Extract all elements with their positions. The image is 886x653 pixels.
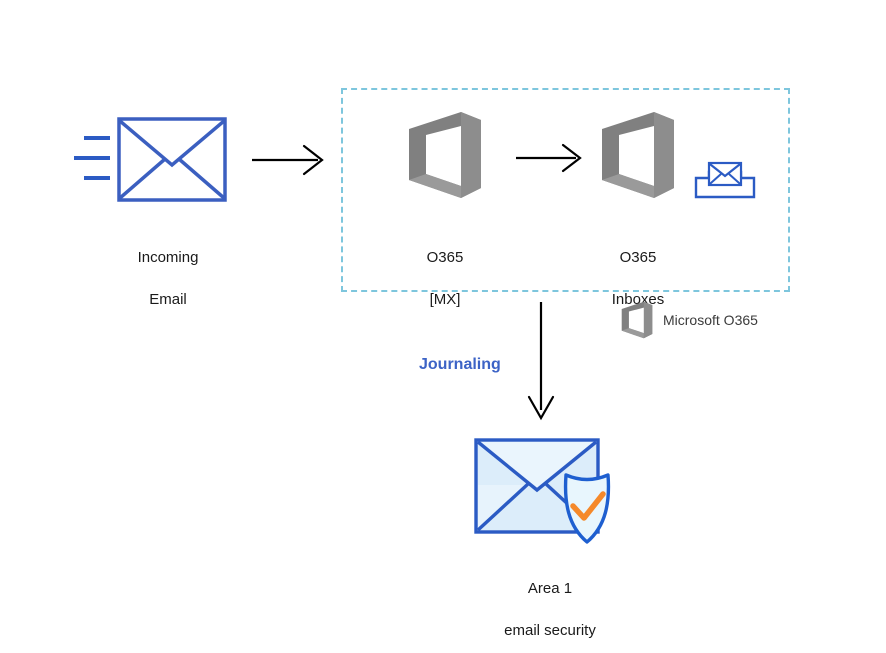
- incoming-email-label-line1: Incoming: [137, 249, 199, 266]
- envelope-glyph-icon: [117, 117, 227, 202]
- legend-microsoft-o365: Microsoft O365: [620, 300, 758, 340]
- office-365-logo-icon: [620, 300, 654, 340]
- area1-email-security-icon: [470, 432, 630, 550]
- area1-label-line2: email security: [504, 622, 596, 639]
- area1-label-line1: Area 1: [527, 580, 573, 597]
- o365-inboxes-label: O365 Inboxes: [578, 226, 698, 310]
- incoming-email-icon: [72, 113, 232, 211]
- o365-inboxes-label-line2: Inboxes: [611, 291, 665, 308]
- area1-email-security-label: Area 1 email security: [470, 557, 630, 641]
- inbox-tray-envelope-icon: [693, 160, 757, 202]
- arrow-incoming-to-mx-icon: [252, 142, 330, 178]
- incoming-email-label-line2: Email: [149, 291, 187, 308]
- incoming-email-label: Incoming Email: [88, 226, 248, 310]
- motion-lines-icon: [74, 136, 110, 180]
- arrow-mx-to-inboxes-icon: [516, 140, 588, 176]
- microsoft-o365-zone-box: [341, 88, 790, 292]
- o365-mx-logo-icon: [405, 109, 485, 201]
- o365-mx-label: O365 [MX]: [385, 226, 505, 310]
- o365-mx-label-line2: [MX]: [429, 291, 461, 308]
- o365-inboxes-label-line1: O365: [619, 249, 657, 266]
- arrow-inboxes-to-area1-icon: [522, 302, 560, 422]
- o365-mx-label-line1: O365: [426, 249, 464, 266]
- legend-label: Microsoft O365: [663, 312, 758, 328]
- journaling-flow-label: Journaling: [419, 356, 501, 373]
- o365-inboxes-logo-icon: [598, 109, 678, 201]
- shield-check-icon: [563, 473, 611, 544]
